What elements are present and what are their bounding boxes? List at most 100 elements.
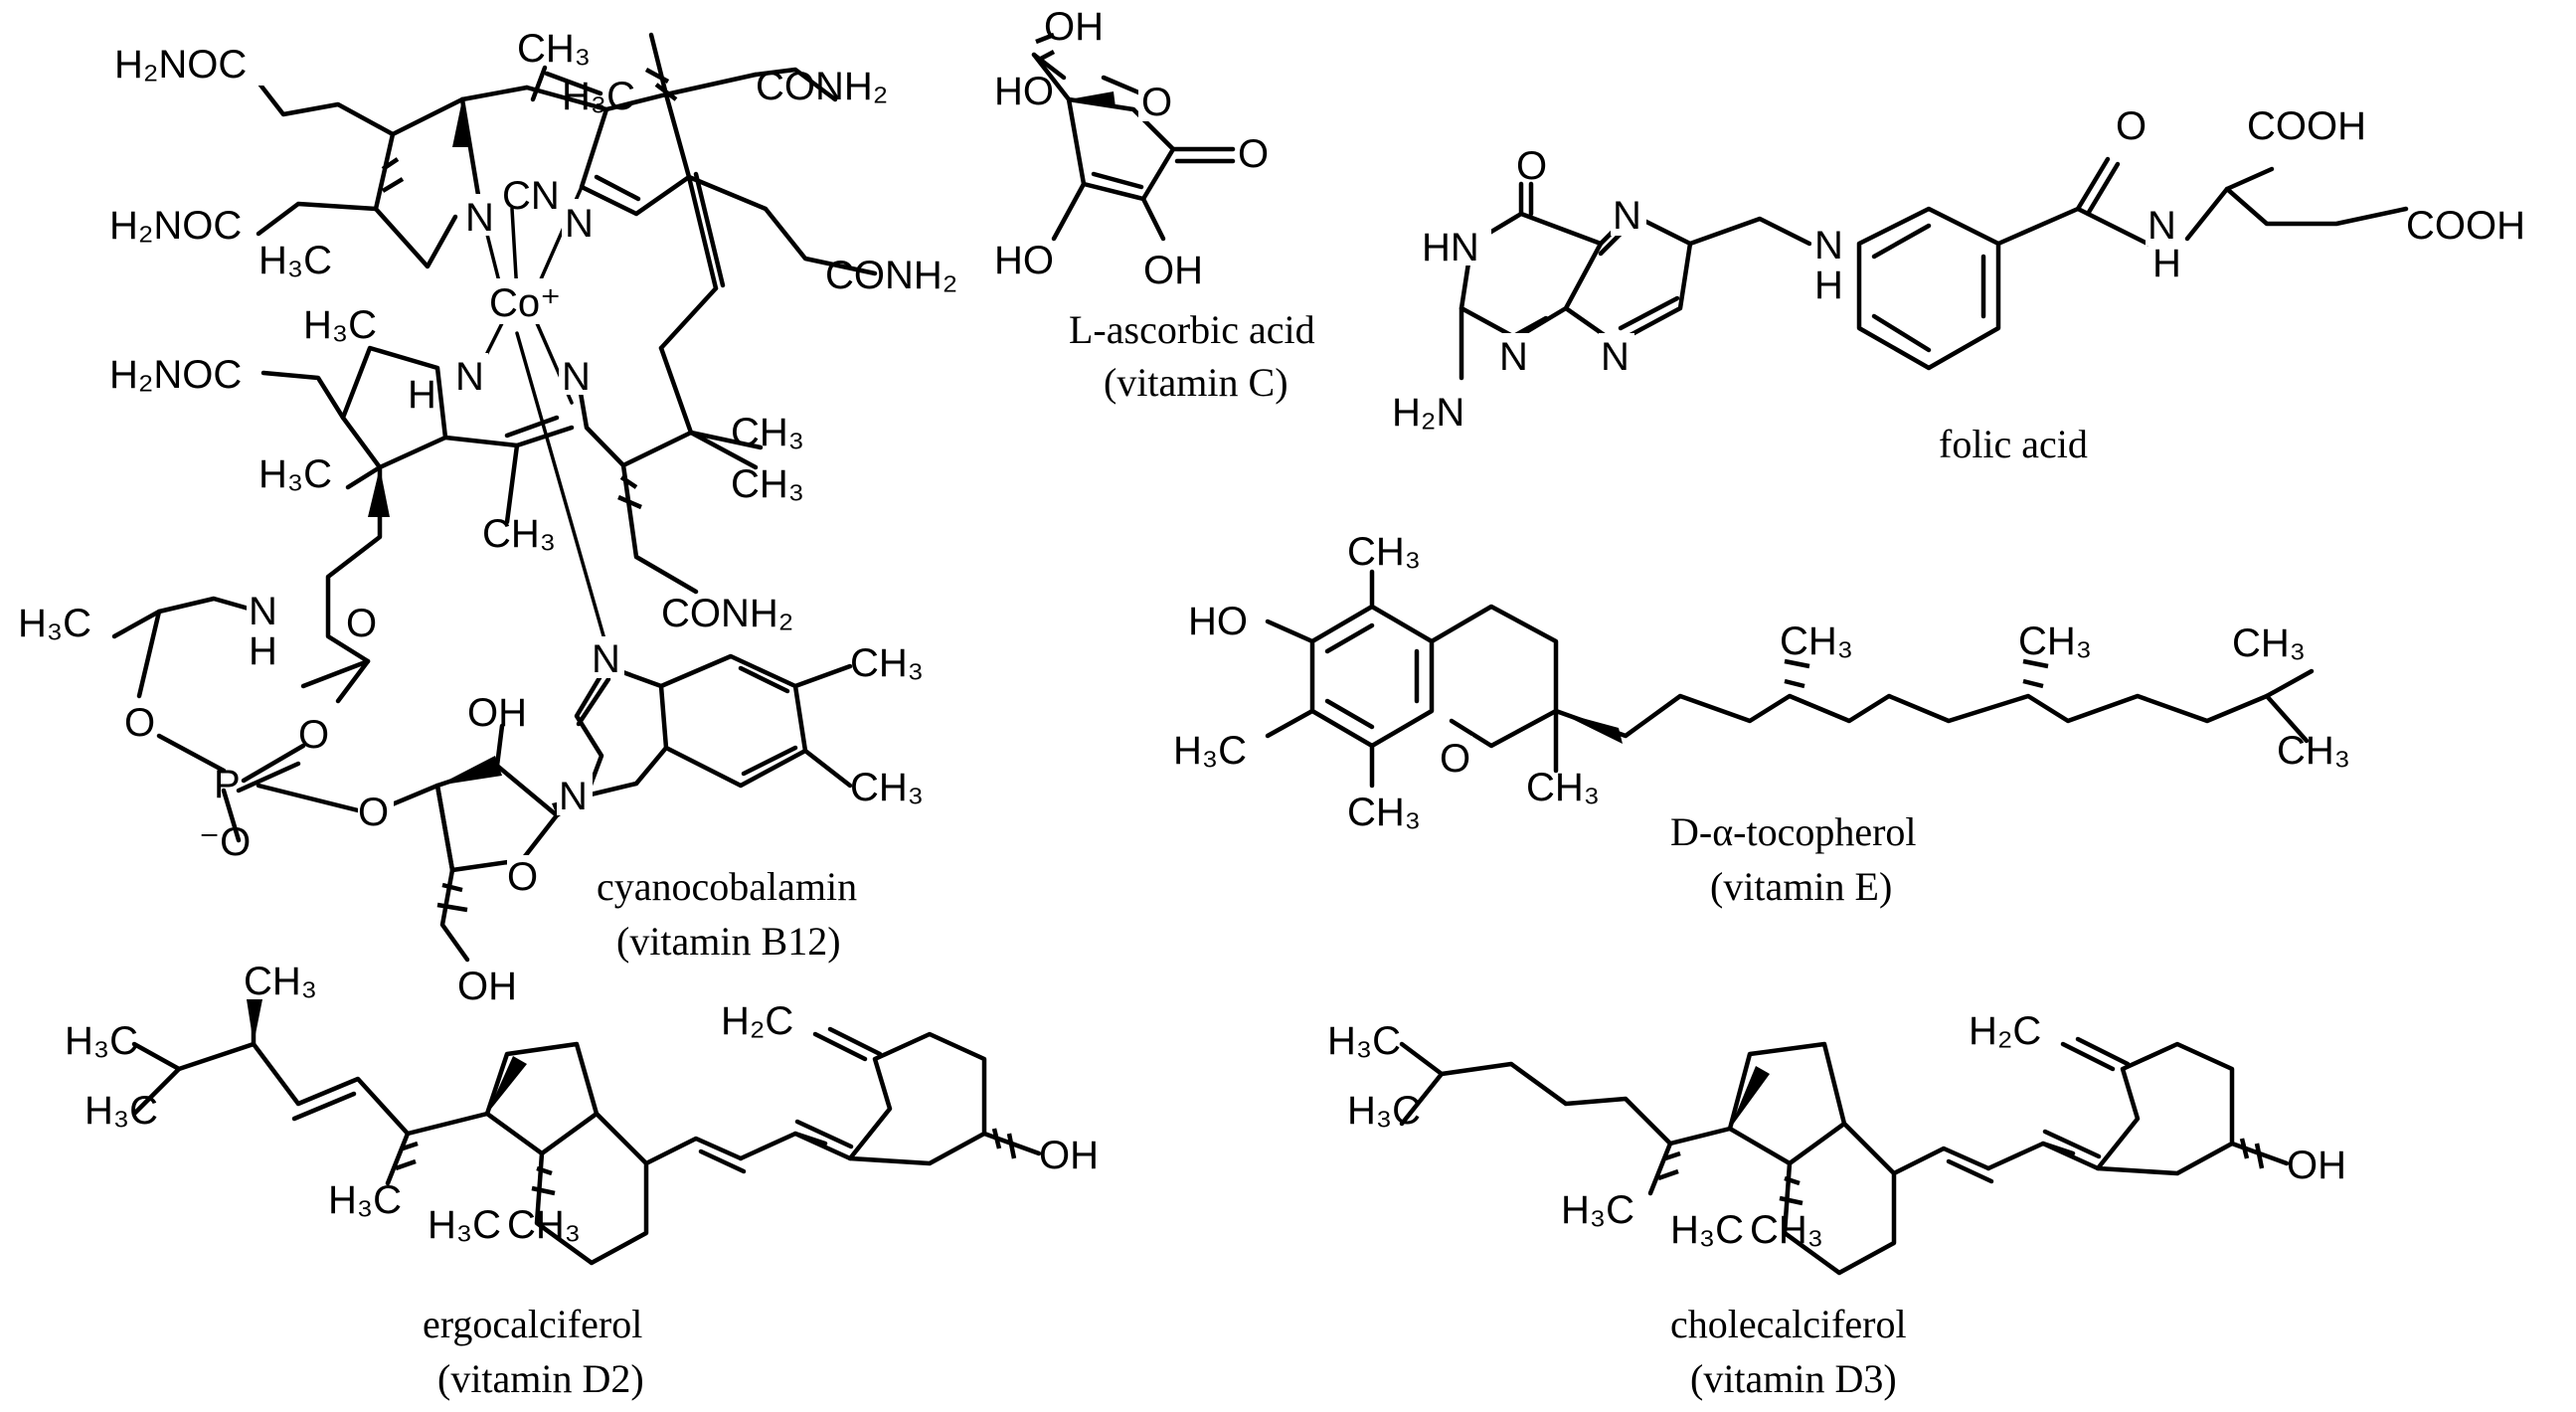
folic-label: H	[1814, 264, 1843, 307]
b12-label: CH₃	[850, 641, 924, 685]
d3-caption-name: cholecalciferol	[1670, 1302, 1907, 1346]
d2-label: H₃C	[65, 1019, 138, 1063]
b12-label: Co⁺	[489, 281, 561, 325]
ascorbic-acid-structure: OH HO O O HO OH L-ascorbic acid (vitamin…	[994, 5, 1315, 405]
folic-label: HN	[1422, 226, 1479, 269]
d2-label: H₃C	[328, 1178, 402, 1222]
folic-label: COOH	[2406, 204, 2525, 248]
b12-label: H₃C	[258, 239, 332, 282]
b12-label: O	[346, 602, 377, 645]
b12-label: CH₃	[517, 27, 591, 71]
cholecalciferol-structure: H₃C H₂C H₃C OH H₃C H₃C CH₃ cholecalcifer…	[1327, 1009, 2346, 1401]
d2-label: CH₃	[507, 1203, 581, 1247]
d2-caption-name: ergocalciferol	[423, 1302, 642, 1346]
folic-caption-name: folic acid	[1939, 422, 2088, 466]
cyanocobalamin-structure: H₂NOC CH₃ H₃C CONH₂ H₂NOC H₃C N CN N CON…	[18, 27, 957, 1008]
folic-label: N	[1601, 335, 1630, 379]
d2-label: H₃C	[428, 1203, 501, 1247]
b12-label: O	[507, 855, 538, 899]
vite-label: H₃C	[1173, 729, 1247, 773]
d2-caption-vitamin: (vitamin D2)	[437, 1356, 644, 1401]
b12-label: CH₃	[850, 766, 924, 809]
b12-label: H	[249, 629, 277, 673]
folic-label: COOH	[2247, 104, 2366, 148]
vitc-caption-vitamin: (vitamin C)	[1104, 360, 1288, 405]
b12-label: P	[214, 763, 241, 806]
d3-label: H₃C	[1561, 1188, 1634, 1232]
b12-label: H₃C	[18, 602, 91, 645]
vitc-label: O	[1238, 132, 1269, 176]
b12-label: O	[358, 791, 389, 834]
vitc-label: HO	[994, 239, 1054, 282]
b12-label: H₃C	[258, 452, 332, 496]
vitc-label: OH	[1143, 249, 1203, 292]
b12-label: H₂NOC	[109, 204, 242, 248]
b12-label: CH₃	[731, 462, 804, 506]
vite-label: CH₃	[1780, 619, 1853, 663]
b12-label: O	[124, 701, 155, 745]
vitc-label: O	[1141, 81, 1172, 124]
folic-label: N	[1814, 224, 1843, 267]
vite-label: CH₃	[1347, 530, 1421, 574]
folic-label: N	[2147, 204, 2176, 248]
vite-label: CH₃	[2018, 619, 2092, 663]
b12-caption-name: cyanocobalamin	[597, 864, 857, 909]
b12-caption-vitamin: (vitamin B12)	[616, 919, 841, 964]
b12-label: CONH₂	[661, 592, 793, 635]
d3-caption-vitamin: (vitamin D3)	[1690, 1356, 1897, 1401]
vite-label: CH₃	[1347, 791, 1421, 834]
b12-label: N	[562, 355, 591, 399]
folic-acid-structure: O COOH O N COOH H HN N N H H₂N N N folic…	[1392, 104, 2525, 466]
folic-label: O	[2116, 104, 2147, 148]
d3-label: H₃C	[1670, 1208, 1744, 1252]
vitc-label: HO	[994, 70, 1054, 113]
vitc-label: OH	[1044, 5, 1104, 49]
vite-label: O	[1440, 737, 1470, 781]
vite-label: HO	[1188, 600, 1248, 643]
vite-label: CH₃	[2232, 621, 2306, 665]
b12-label: H₂NOC	[109, 353, 242, 397]
vite-caption-vitamin: (vitamin E)	[1710, 864, 1892, 909]
folic-label: H₂N	[1392, 391, 1464, 435]
d3-label: OH	[2287, 1144, 2346, 1187]
d2-label: OH	[1039, 1134, 1099, 1177]
b12-label: OH	[457, 965, 517, 1008]
folic-label: N	[1613, 194, 1641, 238]
b12-label: N	[565, 202, 594, 246]
b12-label: CH₃	[731, 411, 804, 454]
b12-label: N	[592, 637, 620, 681]
b12-label: H₃C	[562, 75, 635, 118]
b12-label: OH	[467, 691, 527, 735]
d2-label: H₂C	[721, 999, 793, 1043]
b12-label: N	[559, 775, 588, 818]
folic-label: O	[1516, 144, 1547, 188]
d3-label: H₃C	[1347, 1089, 1421, 1133]
vite-caption-name: D-α-tocopherol	[1670, 809, 1917, 854]
vite-label: CH₃	[1526, 766, 1600, 809]
vite-label: CH₃	[2277, 729, 2350, 773]
d3-label: H₃C	[1327, 1019, 1401, 1063]
b12-label: CN	[502, 174, 560, 218]
b12-label: N	[249, 590, 277, 633]
b12-label: CH₃	[482, 512, 556, 556]
b12-label: CONH₂	[756, 65, 888, 108]
d3-label: CH₃	[1750, 1208, 1823, 1252]
d3-label: H₂C	[1969, 1009, 2041, 1053]
d2-label: H₃C	[85, 1089, 158, 1133]
b12-label: N	[455, 355, 484, 399]
b12-label: H₂NOC	[114, 43, 247, 87]
folic-label: N	[1499, 335, 1528, 379]
b12-label: N	[465, 196, 494, 240]
tocopherol-structure: CH₃ HO CH₃ CH₃ CH₃ H₃C O CH₃ CH₃ CH₃ D-α…	[1173, 530, 2350, 909]
d2-label: CH₃	[244, 960, 317, 1003]
ergocalciferol-structure: CH₃ H₃C H₂C H₃C OH H₃C H₃C CH₃ ergocalci…	[65, 960, 1099, 1401]
b12-label: CONH₂	[825, 254, 957, 297]
b12-label: H	[408, 373, 436, 417]
b12-label: ⁻O	[199, 820, 251, 864]
b12-label: O	[298, 713, 329, 757]
b12-label: H₃C	[303, 303, 377, 347]
folic-label: H	[2152, 242, 2181, 285]
vitc-caption-name: L-ascorbic acid	[1069, 307, 1315, 352]
